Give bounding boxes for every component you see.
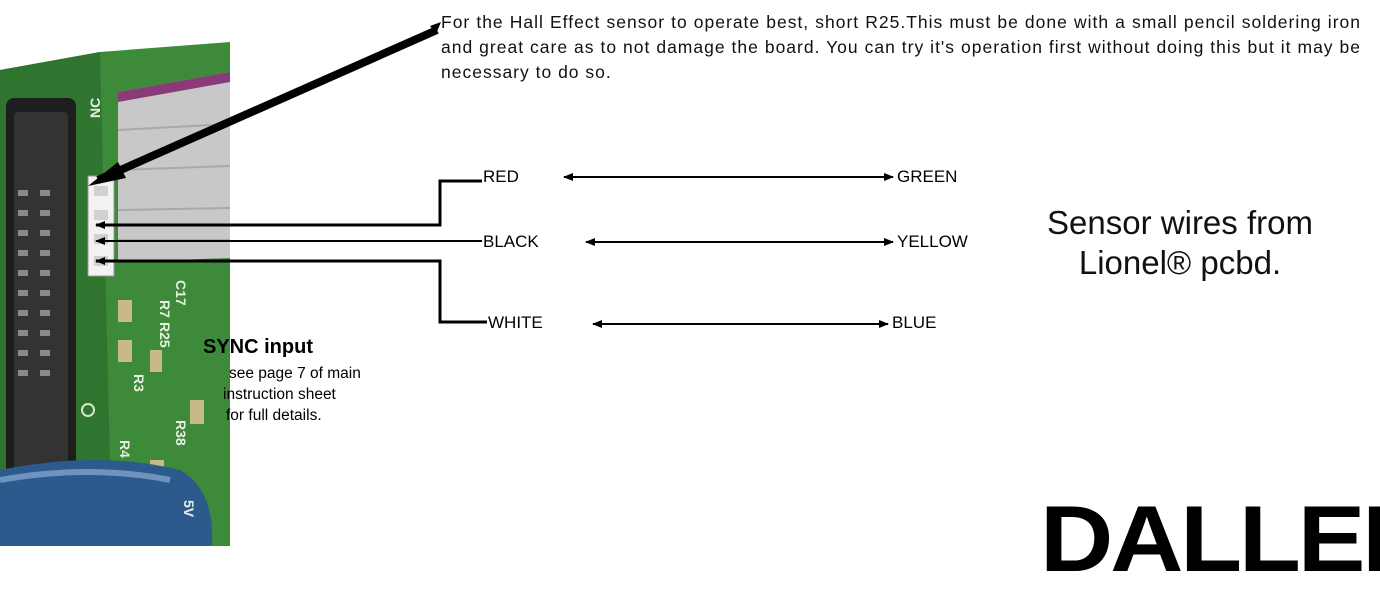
ribbon-cable-stripe [118, 72, 230, 102]
silkscreen-c17: C17 [173, 280, 189, 306]
silkscreen-r25: R25 [157, 322, 173, 348]
wire-label-white: WHITE [488, 313, 543, 332]
dallee-logo: DALLEE [1040, 486, 1380, 591]
wire-label-green: GREEN [897, 167, 958, 186]
silkscreen-r3: R3 [131, 374, 147, 392]
silkscreen-r4: R4 [117, 440, 133, 458]
sync-input-line-3: for full details. [226, 407, 322, 424]
smd-component [190, 400, 204, 424]
silkscreen-r7: R7 [157, 300, 173, 318]
blue-capacitor [0, 460, 213, 546]
instruction-note: For the Hall Effect sensor to operate be… [441, 12, 1361, 82]
wire-lead-white [95, 257, 487, 324]
sync-input-title: SYNC input [203, 336, 313, 358]
pcb-photo: NC R7 R25 C17 R3 R38 R4 5V [0, 42, 231, 546]
note-pointer-tail [430, 22, 441, 34]
connector-pins [18, 190, 50, 376]
wire-lead-red [95, 179, 482, 229]
wire-label-blue: BLUE [892, 313, 937, 332]
sensor-label-line1: Sensor wires from [1047, 204, 1313, 241]
silkscreen-r38: R38 [173, 420, 189, 446]
smd-component [150, 350, 162, 372]
wiring-diagram: NC R7 R25 C17 R3 R38 R4 5V For the Hall … [0, 12, 1380, 586]
silkscreen-5v: 5V [181, 500, 197, 518]
diagram-canvas: NC R7 R25 C17 R3 R38 R4 5V [0, 22, 894, 546]
sensor-wires-label: Sensor wires from Lionel® pcbd. [1000, 203, 1360, 283]
sensor-label-line2: Lionel® pcbd. [1078, 244, 1282, 281]
sync-input-line-1: see page 7 of main [229, 365, 361, 382]
wire-label-black: BLACK [483, 232, 539, 251]
note-pointer-arrow [96, 26, 439, 184]
silkscreen-nc: NC [87, 98, 103, 118]
sync-input-line-2: instruction sheet [223, 386, 336, 403]
silkscreen-labels: NC R7 R25 C17 R3 R38 R4 5V [87, 98, 197, 518]
smd-component [118, 340, 132, 362]
wire-label-yellow: YELLOW [897, 232, 968, 251]
smd-component [118, 300, 132, 322]
wire-label-red: RED [483, 167, 519, 186]
note-pointer-arrowhead [88, 162, 126, 186]
